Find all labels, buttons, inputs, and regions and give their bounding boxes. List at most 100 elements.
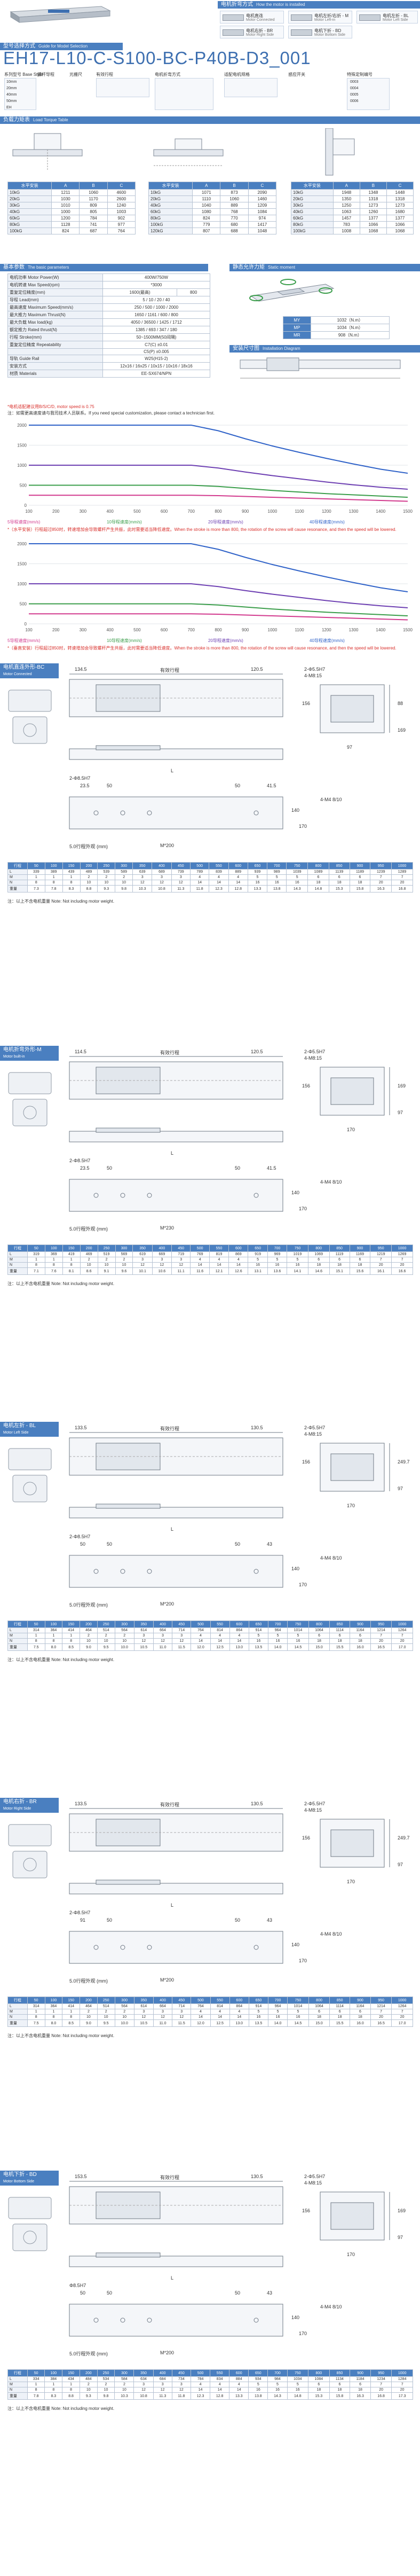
- dim-side-c: 97: [398, 1862, 403, 1867]
- dimension-table-cell: 2: [114, 1633, 134, 1639]
- load-diagram-1: [12, 133, 83, 171]
- dimension-table-cell: 14.5: [287, 2019, 309, 2027]
- legend-lead: 螺杆导程: [37, 72, 54, 77]
- dimension-table-cell: 1069: [307, 1251, 330, 1257]
- dimension-table-cell: 514: [97, 1627, 115, 1633]
- dimension-table-cell: 834: [210, 2376, 230, 2382]
- dimension-table-header: 850: [329, 1620, 351, 1628]
- dimension-table-cell: 1114: [329, 2003, 351, 2009]
- dimension-table-cell: M: [7, 874, 28, 880]
- x-tick-label: 600: [161, 628, 168, 632]
- dimension-table-header: 200: [80, 1620, 98, 1628]
- dim-side-c: 97: [398, 2235, 403, 2240]
- dimension-table-cell: 1: [62, 2382, 80, 2387]
- dimension-table-cell: 12.8: [210, 2392, 230, 2400]
- drawing-note: 注：以上不含电机重量 Note: Not including motor wei…: [7, 1281, 115, 1286]
- x-tick-label: 900: [242, 509, 249, 514]
- dim-bottom-5: 170: [299, 1958, 307, 1963]
- dimension-table-cell: N: [7, 880, 28, 886]
- dimension-table-header: 550: [210, 2369, 230, 2377]
- dim-bottom-5: 170: [299, 824, 307, 829]
- dimension-table-cell: 18: [307, 1262, 330, 1268]
- drawing-end-view: [320, 1443, 390, 1492]
- dimension-table-header: 500: [189, 862, 210, 870]
- dimension-table-cell: 3: [172, 1633, 192, 1639]
- dimension-table-cell: 12: [171, 2387, 191, 2393]
- dim-length: L: [171, 2275, 174, 2281]
- dimension-table-cell: 10: [79, 2387, 98, 2393]
- dimension-table-header: 500: [190, 1244, 210, 1252]
- dimension-table-header: 600: [229, 1620, 249, 1628]
- dimension-table-header: 450: [171, 2369, 191, 2377]
- dimension-table-header: 550: [210, 1996, 230, 2004]
- dimension-table-cell: 414: [62, 2003, 81, 2009]
- dimension-table-cell: 1: [44, 1633, 63, 1639]
- dimension-table-cell: 12.3: [209, 885, 229, 892]
- dimension-table-cell: 10.3: [132, 885, 153, 892]
- dimension-table-cell: 20: [391, 880, 413, 886]
- x-tick-label: 700: [188, 628, 195, 632]
- dimension-table-header: 700: [267, 1244, 288, 1252]
- dimension-table-cell: 6: [349, 1257, 371, 1263]
- dimension-table-cell: 9.0: [80, 1643, 98, 1651]
- drawing-bottom-view: [69, 1931, 283, 1964]
- dimension-table-cell: 1014: [287, 2003, 309, 2009]
- dimension-table-cell: 1: [27, 2009, 45, 2015]
- dim-m-label: M*200: [160, 1601, 175, 1607]
- dimension-table-cell: 5: [287, 1257, 308, 1263]
- dim-bottom-3: 43: [267, 1541, 273, 1547]
- dim-bottom-0: 23.5: [80, 1165, 90, 1171]
- dimension-table-cell: 16: [267, 1638, 288, 1644]
- dim-side-b: 249.7: [398, 1835, 410, 1841]
- y-tick-label: 1500: [17, 562, 27, 567]
- dimension-table-cell: M: [7, 1257, 28, 1263]
- dimension-table-cell: 1134: [329, 2376, 351, 2382]
- dim-bolts: 4-M8:15: [304, 673, 322, 678]
- dimension-table-cell: 2: [79, 2382, 98, 2387]
- dimension-table-cell: 864: [229, 1627, 249, 1633]
- dim-bottom-0: 50: [80, 2290, 86, 2296]
- dimension-table-header: 450: [171, 1244, 191, 1252]
- dimension-table-header: 200: [79, 2369, 98, 2377]
- dimension-table-header: 400: [152, 1244, 172, 1252]
- x-tick-label: 800: [215, 628, 222, 632]
- dimension-table-cell: 10.5: [133, 1643, 154, 1651]
- x-tick-label: 100: [25, 509, 33, 514]
- dimension-table-cell: 10: [97, 1262, 116, 1268]
- dimension-table-header: 800: [307, 862, 329, 870]
- dimension-table-cell: 339: [27, 869, 45, 875]
- dimension-table-cell: 914: [248, 1627, 269, 1633]
- dim-side-d: 97: [347, 745, 353, 750]
- drawing-bottom-view: [69, 1179, 283, 1212]
- dimension-table-cell: 1289: [391, 869, 413, 875]
- dimension-table-cell: 16.6: [391, 1267, 413, 1275]
- x-tick-label: 800: [215, 509, 222, 514]
- dimension-table-header: 100: [44, 1244, 63, 1252]
- dimension-table-cell: 2: [80, 1633, 98, 1639]
- dimension-table-cell: 489: [80, 869, 98, 875]
- dim-holes: 2-Φ5.5H7: [304, 1801, 326, 1806]
- dimension-table-cell: 16: [267, 2387, 288, 2393]
- dimension-table-cell: 6: [328, 874, 350, 880]
- dimension-table-cell: 3: [133, 1633, 154, 1639]
- dimension-table-header: 750: [286, 862, 308, 870]
- dimension-table-header: 950: [370, 2369, 392, 2377]
- dimension-table-cell: 764: [191, 2003, 211, 2009]
- dimension-table-cell: 18: [329, 1262, 350, 1268]
- dimension-table-cell: 2: [80, 1257, 98, 1263]
- dimension-table-cell: 12.6: [228, 1267, 249, 1275]
- dimension-table-cell: 13.5: [248, 1643, 269, 1651]
- dimension-table-cell: 414: [62, 1627, 81, 1633]
- dimension-table-cell: 17.0: [391, 2019, 413, 2027]
- dimension-table-cell: 869: [228, 1251, 249, 1257]
- drawing-thumbnail: [8, 2197, 52, 2251]
- dimension-table-cell: 1269: [391, 1251, 413, 1257]
- dimension-table-cell: 1: [62, 2009, 81, 2015]
- dimension-table-cell: 3: [133, 2009, 154, 2015]
- dimension-table-header: 350: [133, 1996, 154, 2004]
